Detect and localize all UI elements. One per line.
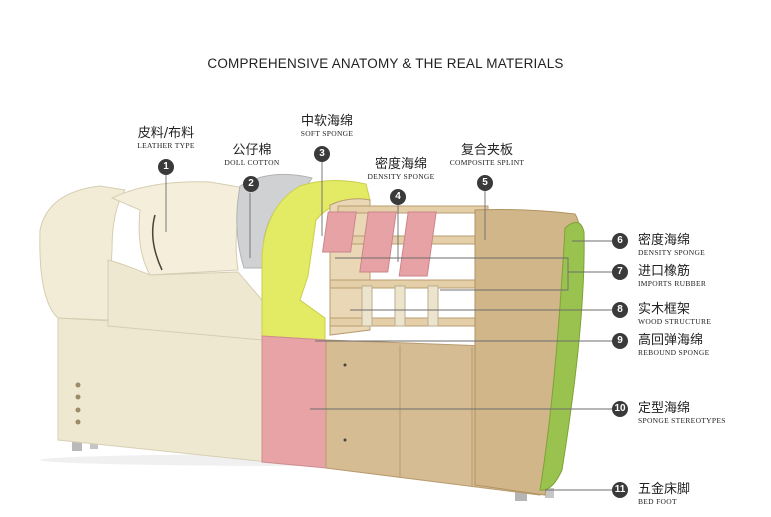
soft-sponge-layer xyxy=(261,179,371,341)
leather-base xyxy=(57,317,269,463)
diagram-title: COMPREHENSIVE ANATOMY & THE REAL MATERIA… xyxy=(207,56,564,71)
leather-cushion-top xyxy=(110,181,246,276)
leather-cushion-left xyxy=(39,185,126,321)
pink-sponge-block xyxy=(261,335,327,469)
rubber-strap-2 xyxy=(394,285,406,327)
rubber-strap-1 xyxy=(361,285,373,327)
part-badge-7: 7 xyxy=(612,264,628,280)
part-badge-6: 6 xyxy=(612,233,628,249)
leather-seam xyxy=(151,214,163,271)
leader-lines xyxy=(165,161,612,491)
part-badge-2: 2 xyxy=(243,176,259,192)
bed-foot-left xyxy=(72,437,82,451)
density-sponge-block-1 xyxy=(322,211,357,253)
part-badge-5: 5 xyxy=(477,175,493,191)
part-badge-10: 10 xyxy=(612,401,628,417)
rubber-strap-3 xyxy=(427,285,439,327)
bed-foot-right-2 xyxy=(545,488,554,498)
green-sponge-edge xyxy=(539,221,585,491)
part-badge-11: 11 xyxy=(612,482,628,498)
density-sponge-block-2 xyxy=(359,211,397,273)
part-badge-1: 1 xyxy=(158,159,174,175)
density-sponge-block-3 xyxy=(398,211,437,277)
part-badge-3: 3 xyxy=(314,146,330,162)
part-badge-9: 9 xyxy=(612,333,628,349)
part-badge-4: 4 xyxy=(390,189,406,205)
part-badge-8: 8 xyxy=(612,302,628,318)
